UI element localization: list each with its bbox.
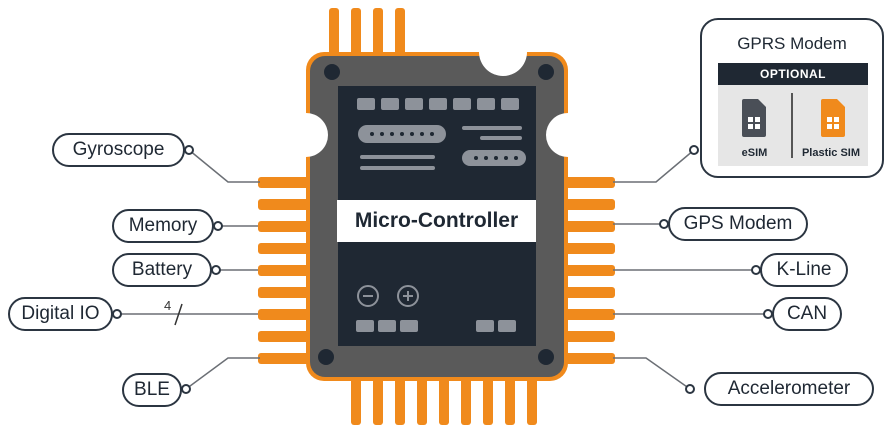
minus-icon	[357, 285, 379, 307]
can-label: CAN	[772, 297, 842, 331]
right-pins	[555, 177, 615, 364]
gps-modem-label: GPS Modem	[668, 207, 808, 241]
left-connector-lines	[117, 149, 260, 390]
chip-connector-left-dots	[370, 132, 434, 136]
chip-block-row-bottom	[356, 320, 516, 332]
optional-badge: OPTIONAL	[718, 63, 868, 85]
chip-line	[360, 155, 435, 159]
plastic-sim-card-icon	[821, 99, 845, 137]
chip-block-row-top	[357, 98, 519, 110]
sim-divider	[791, 93, 793, 158]
bottom-pins	[351, 370, 537, 425]
chip-line	[480, 136, 522, 140]
chip-notch-top	[479, 28, 527, 76]
chip-connector-right-dots	[474, 156, 518, 160]
gyroscope-label: Gyroscope	[52, 133, 185, 167]
sim-options-panel: eSIM Plastic SIM	[718, 85, 868, 166]
microcontroller-label: Micro-Controller	[337, 200, 536, 242]
bus-width-label: 4	[164, 298, 172, 313]
chip-line	[360, 166, 435, 170]
gprs-modem-title: GPRS Modem	[737, 34, 847, 53]
esim-card-icon	[742, 99, 766, 137]
connector-endpoints	[112, 145, 773, 394]
esim-label: eSIM	[741, 147, 768, 159]
top-pins	[329, 8, 405, 58]
bus-slash	[174, 303, 183, 326]
chip-notch-right	[546, 113, 590, 157]
gprs-modem-box: GPRS Modem OPTIONAL eSIM Plastic SIM	[700, 18, 884, 178]
ble-label: BLE	[122, 373, 182, 407]
k-line-label: K-Line	[760, 253, 848, 287]
digital-io-label: Digital IO	[8, 297, 113, 331]
chip-line	[462, 126, 522, 130]
plus-icon	[397, 285, 419, 307]
chip-notch-left	[284, 113, 328, 157]
chip-screws	[318, 64, 554, 365]
plastic-sim-label: Plastic SIM	[801, 147, 861, 159]
right-connector-lines	[613, 149, 768, 390]
memory-label: Memory	[112, 209, 214, 243]
left-pins	[258, 177, 318, 364]
accelerometer-label: Accelerometer	[704, 372, 874, 406]
battery-label: Battery	[112, 253, 212, 287]
